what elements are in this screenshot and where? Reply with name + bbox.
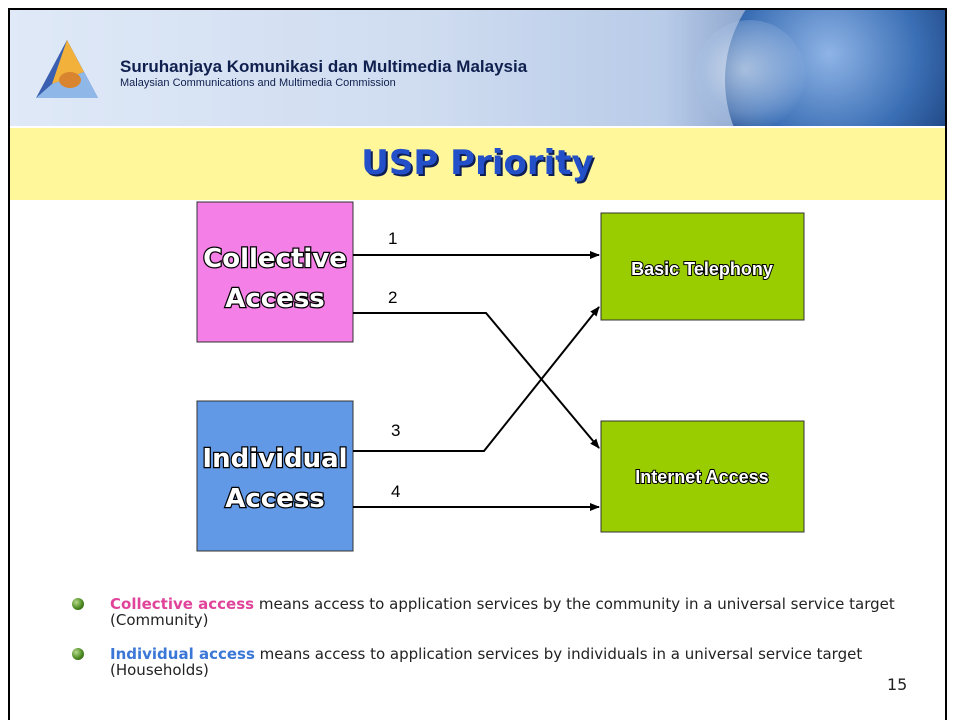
internet-access-box	[600, 420, 805, 533]
individual-access-box	[196, 400, 354, 552]
link-2-label: 2	[388, 288, 397, 307]
link-1-label: 1	[388, 229, 397, 248]
satellite-dish-graphic	[695, 20, 805, 126]
link-3-label: 3	[391, 421, 400, 440]
collective-access-keyword: Collective access	[110, 595, 255, 613]
slide-title: USP Priority	[361, 143, 594, 183]
usp-priority-diagram: Collective Access Individual Access Basi…	[196, 201, 805, 552]
individual-access-keyword: Individual access	[110, 645, 255, 663]
collective-access-line1: Collective	[203, 244, 347, 274]
bullet-icon	[72, 598, 84, 610]
mcmc-logo	[36, 40, 98, 98]
collective-access-box	[196, 201, 354, 343]
page-number: 15	[887, 675, 908, 694]
title-band	[10, 128, 945, 200]
collective-access-line2: Access	[225, 284, 325, 314]
link-3-arrow	[353, 306, 600, 452]
internet-access-label: Internet Access	[635, 467, 768, 487]
header-banner: Suruhanjaya Komunikasi dan Multimedia Ma…	[10, 10, 945, 126]
list-item: Collective access means access to applic…	[72, 596, 902, 628]
org-name: Suruhanjaya Komunikasi dan Multimedia Ma…	[120, 57, 528, 76]
individual-access-definition: means access to application services by …	[110, 645, 863, 679]
basic-telephony-box	[600, 212, 805, 321]
org-subtitle: Malaysian Communications and Multimedia …	[120, 77, 396, 89]
link-4-label: 4	[391, 482, 400, 501]
link-2-arrow	[353, 312, 600, 449]
definitions-list: Collective access means access to applic…	[72, 596, 902, 696]
list-item: Individual access means access to applic…	[72, 646, 902, 678]
slide: Suruhanjaya Komunikasi dan Multimedia Ma…	[8, 8, 947, 720]
bullet-icon	[72, 648, 84, 660]
basic-telephony-label: Basic Telephony	[631, 259, 773, 279]
individual-access-line1: Individual	[202, 444, 347, 474]
collective-access-definition: means access to application services by …	[110, 595, 895, 629]
individual-access-line2: Access	[225, 484, 325, 514]
